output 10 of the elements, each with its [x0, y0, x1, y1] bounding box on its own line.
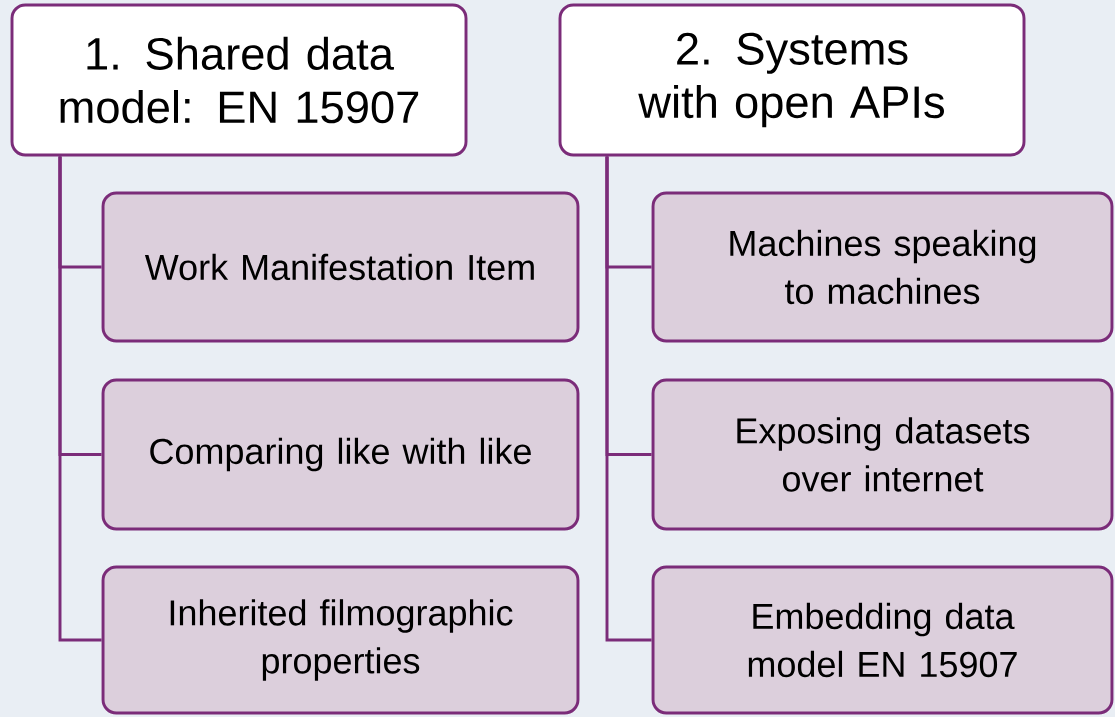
connector-line	[605, 156, 652, 642]
heading-box: 2. Systems with open APIs	[558, 3, 1026, 157]
topic-box: Embedding data model EN 15907	[651, 565, 1114, 715]
topic-box: Comparing like with like	[101, 378, 580, 531]
heading-box: 1. Shared data model: EN 15907	[10, 3, 468, 157]
topic-box: Inherited filmographic properties	[101, 565, 580, 715]
topic-box: Machines speaking to machines	[651, 191, 1114, 343]
topic-box: Work Manifestation Item	[101, 191, 580, 343]
topic-box: Exposing datasets over internet	[651, 378, 1114, 531]
connector-line	[58, 156, 102, 642]
